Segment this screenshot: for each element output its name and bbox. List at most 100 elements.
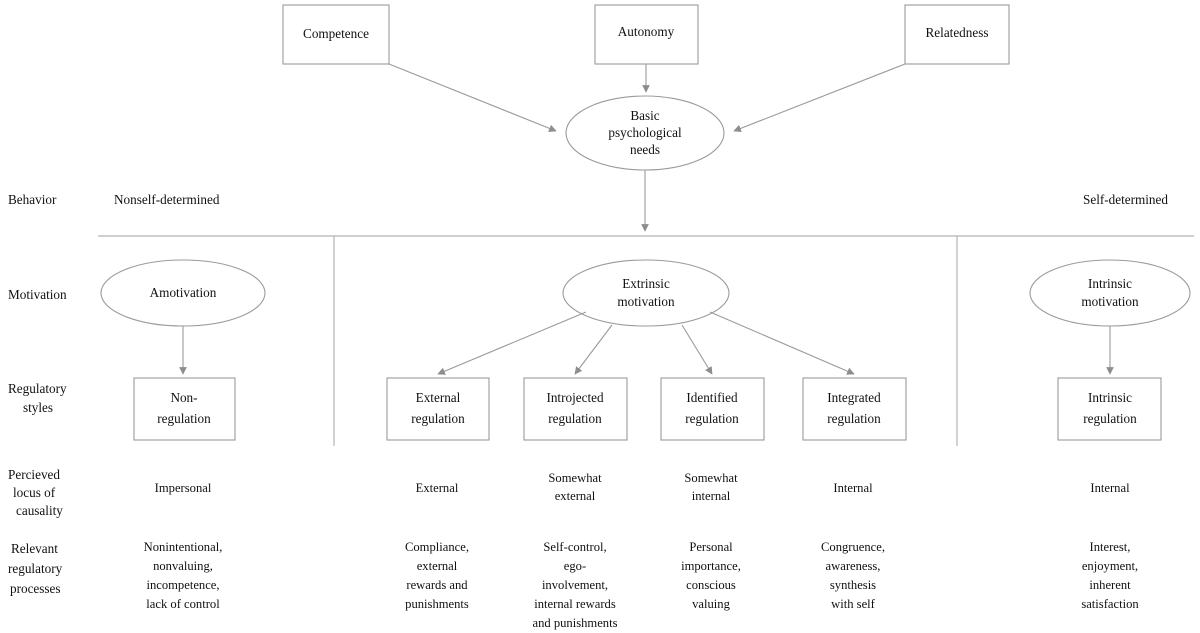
- rrp-cell-identified: Personal importance, conscious valuing: [681, 540, 741, 611]
- needs-box-autonomy[interactable]: Autonomy: [594, 4, 699, 65]
- plc-intrinsic-line1: Internal: [1090, 481, 1130, 495]
- rrp-intrinsic-line3: inherent: [1089, 578, 1131, 592]
- connector-extrinsic-to-integrated: [709, 311, 855, 375]
- connector-competence-to-needs: [388, 63, 557, 132]
- rrp-cell-amotivation: Nonintentional, nonvaluing, incompetence…: [144, 540, 223, 611]
- plc-cell-external: External: [416, 481, 459, 495]
- regulatory-style-box-intrinsic-regulation[interactable]: Intrinsic regulation: [1057, 377, 1162, 441]
- needs-box-relatedness[interactable]: Relatedness: [904, 4, 1010, 65]
- regulatory-style-box-identified-regulation[interactable]: Identified regulation: [660, 377, 765, 441]
- rrp-introjected-line3: involvement,: [542, 578, 608, 592]
- behavior-axis-left-label: Nonself-determined: [114, 192, 220, 207]
- motivation-node-extrinsic[interactable]: Extrinsic motivation: [562, 259, 730, 327]
- basic-psychological-needs-node[interactable]: Basic psychological needs: [565, 95, 725, 171]
- plc-identified-line2: internal: [692, 489, 731, 503]
- motivation-node-intrinsic-label-line2: motivation: [1081, 294, 1139, 309]
- rrp-integrated-line3: synthesis: [830, 578, 876, 592]
- row-label-motivation: Motivation: [8, 287, 67, 302]
- plc-cell-integrated: Internal: [833, 481, 873, 495]
- rrp-cell-integrated: Congruence, awareness, synthesis with se…: [821, 540, 885, 611]
- rrp-integrated-line1: Congruence,: [821, 540, 885, 554]
- regulatory-style-non-regulation-line1: Non-: [170, 390, 197, 405]
- motivation-node-extrinsic-label-line2: motivation: [617, 294, 675, 309]
- regulatory-style-integrated-line2: regulation: [827, 411, 881, 426]
- rrp-amotivation-line2: nonvaluing,: [153, 559, 213, 573]
- regulatory-style-external-line2: regulation: [411, 411, 465, 426]
- row-label-rrp-line2: regulatory: [8, 561, 63, 576]
- regulatory-style-introjected-line2: regulation: [548, 411, 602, 426]
- row-label-rrp-line1: Relevant: [11, 541, 58, 556]
- rrp-identified-line3: conscious: [686, 578, 736, 592]
- hub-label-line3: needs: [630, 142, 660, 157]
- row-label-behavior: Behavior: [8, 192, 57, 207]
- needs-box-relatedness-label: Relatedness: [926, 25, 989, 40]
- rrp-intrinsic-line1: Interest,: [1090, 540, 1131, 554]
- plc-cell-amotivation: Impersonal: [155, 481, 212, 495]
- regulatory-style-non-regulation-line2: regulation: [157, 411, 211, 426]
- regulatory-style-identified-line1: Identified: [686, 390, 738, 405]
- rrp-amotivation-line4: lack of control: [146, 597, 220, 611]
- rrp-introjected-line1: Self-control,: [543, 540, 606, 554]
- row-label-regulatory-styles-line2: styles: [23, 400, 53, 415]
- regulatory-style-introjected-line1: Introjected: [546, 390, 604, 405]
- row-label-rrp-line3: processes: [10, 581, 61, 596]
- motivation-node-intrinsic[interactable]: Intrinsic motivation: [1029, 259, 1191, 327]
- needs-box-competence[interactable]: Competence: [282, 4, 390, 65]
- hub-label-line1: Basic: [630, 108, 659, 123]
- rrp-integrated-line2: awareness,: [826, 559, 881, 573]
- row-label-plc-line1: Percieved: [8, 467, 60, 482]
- plc-introjected-line2: external: [555, 489, 596, 503]
- row-label-plc-line3: causality: [16, 503, 63, 518]
- connector-relatedness-to-needs: [733, 63, 906, 133]
- hub-label-line2: psychological: [608, 125, 682, 140]
- regulatory-style-intrinsic-line2: regulation: [1083, 411, 1137, 426]
- rrp-introjected-line2: ego-: [564, 559, 586, 573]
- regulatory-style-external-line1: External: [416, 390, 461, 405]
- rrp-intrinsic-line4: satisfaction: [1081, 597, 1139, 611]
- motivation-node-intrinsic-label-line1: Intrinsic: [1088, 276, 1132, 291]
- regulatory-style-integrated-line1: Integrated: [827, 390, 881, 405]
- rrp-external-line1: Compliance,: [405, 540, 469, 554]
- rrp-external-line3: rewards and: [406, 578, 468, 592]
- connector-extrinsic-to-identified: [681, 324, 713, 375]
- rrp-intrinsic-line2: enjoyment,: [1082, 559, 1138, 573]
- rrp-integrated-line4: with self: [831, 597, 876, 611]
- plc-integrated-line1: Internal: [833, 481, 873, 495]
- rrp-external-line2: external: [417, 559, 458, 573]
- regulatory-style-identified-line2: regulation: [685, 411, 739, 426]
- rrp-introjected-line5: and punishments: [532, 616, 617, 630]
- plc-cell-identified: Somewhat internal: [684, 471, 738, 503]
- rrp-introjected-line4: internal rewards: [534, 597, 616, 611]
- regulatory-style-box-external-regulation[interactable]: External regulation: [386, 377, 490, 441]
- rrp-identified-line2: importance,: [681, 559, 741, 573]
- regulatory-style-box-introjected-regulation[interactable]: Introjected regulation: [523, 377, 628, 441]
- motivation-node-amotivation-label: Amotivation: [150, 285, 217, 300]
- rrp-identified-line1: Personal: [689, 540, 733, 554]
- behavior-axis-right-label: Self-determined: [1083, 192, 1168, 207]
- connector-extrinsic-to-external: [437, 311, 587, 375]
- row-label-plc-line2: locus of: [13, 485, 56, 500]
- plc-introjected-line1: Somewhat: [548, 471, 602, 485]
- rrp-cell-introjected: Self-control, ego- involvement, internal…: [532, 540, 617, 630]
- rrp-identified-line4: valuing: [692, 597, 730, 611]
- plc-identified-line1: Somewhat: [684, 471, 738, 485]
- rrp-amotivation-line3: incompetence,: [146, 578, 219, 592]
- connector-extrinsic-to-introjected: [574, 324, 613, 375]
- regulatory-style-intrinsic-line1: Intrinsic: [1088, 390, 1132, 405]
- needs-box-autonomy-label: Autonomy: [618, 24, 675, 39]
- rrp-external-line4: punishments: [405, 597, 469, 611]
- rrp-cell-external: Compliance, external rewards and punishm…: [405, 540, 469, 611]
- rrp-amotivation-line1: Nonintentional,: [144, 540, 223, 554]
- plc-amotivation-line1: Impersonal: [155, 481, 212, 495]
- needs-box-competence-label: Competence: [303, 26, 369, 41]
- regulatory-style-box-non-regulation[interactable]: Non- regulation: [133, 377, 236, 441]
- motivation-node-amotivation[interactable]: Amotivation: [100, 259, 266, 327]
- plc-cell-intrinsic: Internal: [1090, 481, 1130, 495]
- row-label-regulatory-styles-line1: Regulatory: [8, 381, 67, 396]
- rrp-cell-intrinsic: Interest, enjoyment, inherent satisfacti…: [1081, 540, 1139, 611]
- motivation-node-extrinsic-label-line1: Extrinsic: [622, 276, 670, 291]
- plc-cell-introjected: Somewhat external: [548, 471, 602, 503]
- regulatory-style-box-integrated-regulation[interactable]: Integrated regulation: [802, 377, 907, 441]
